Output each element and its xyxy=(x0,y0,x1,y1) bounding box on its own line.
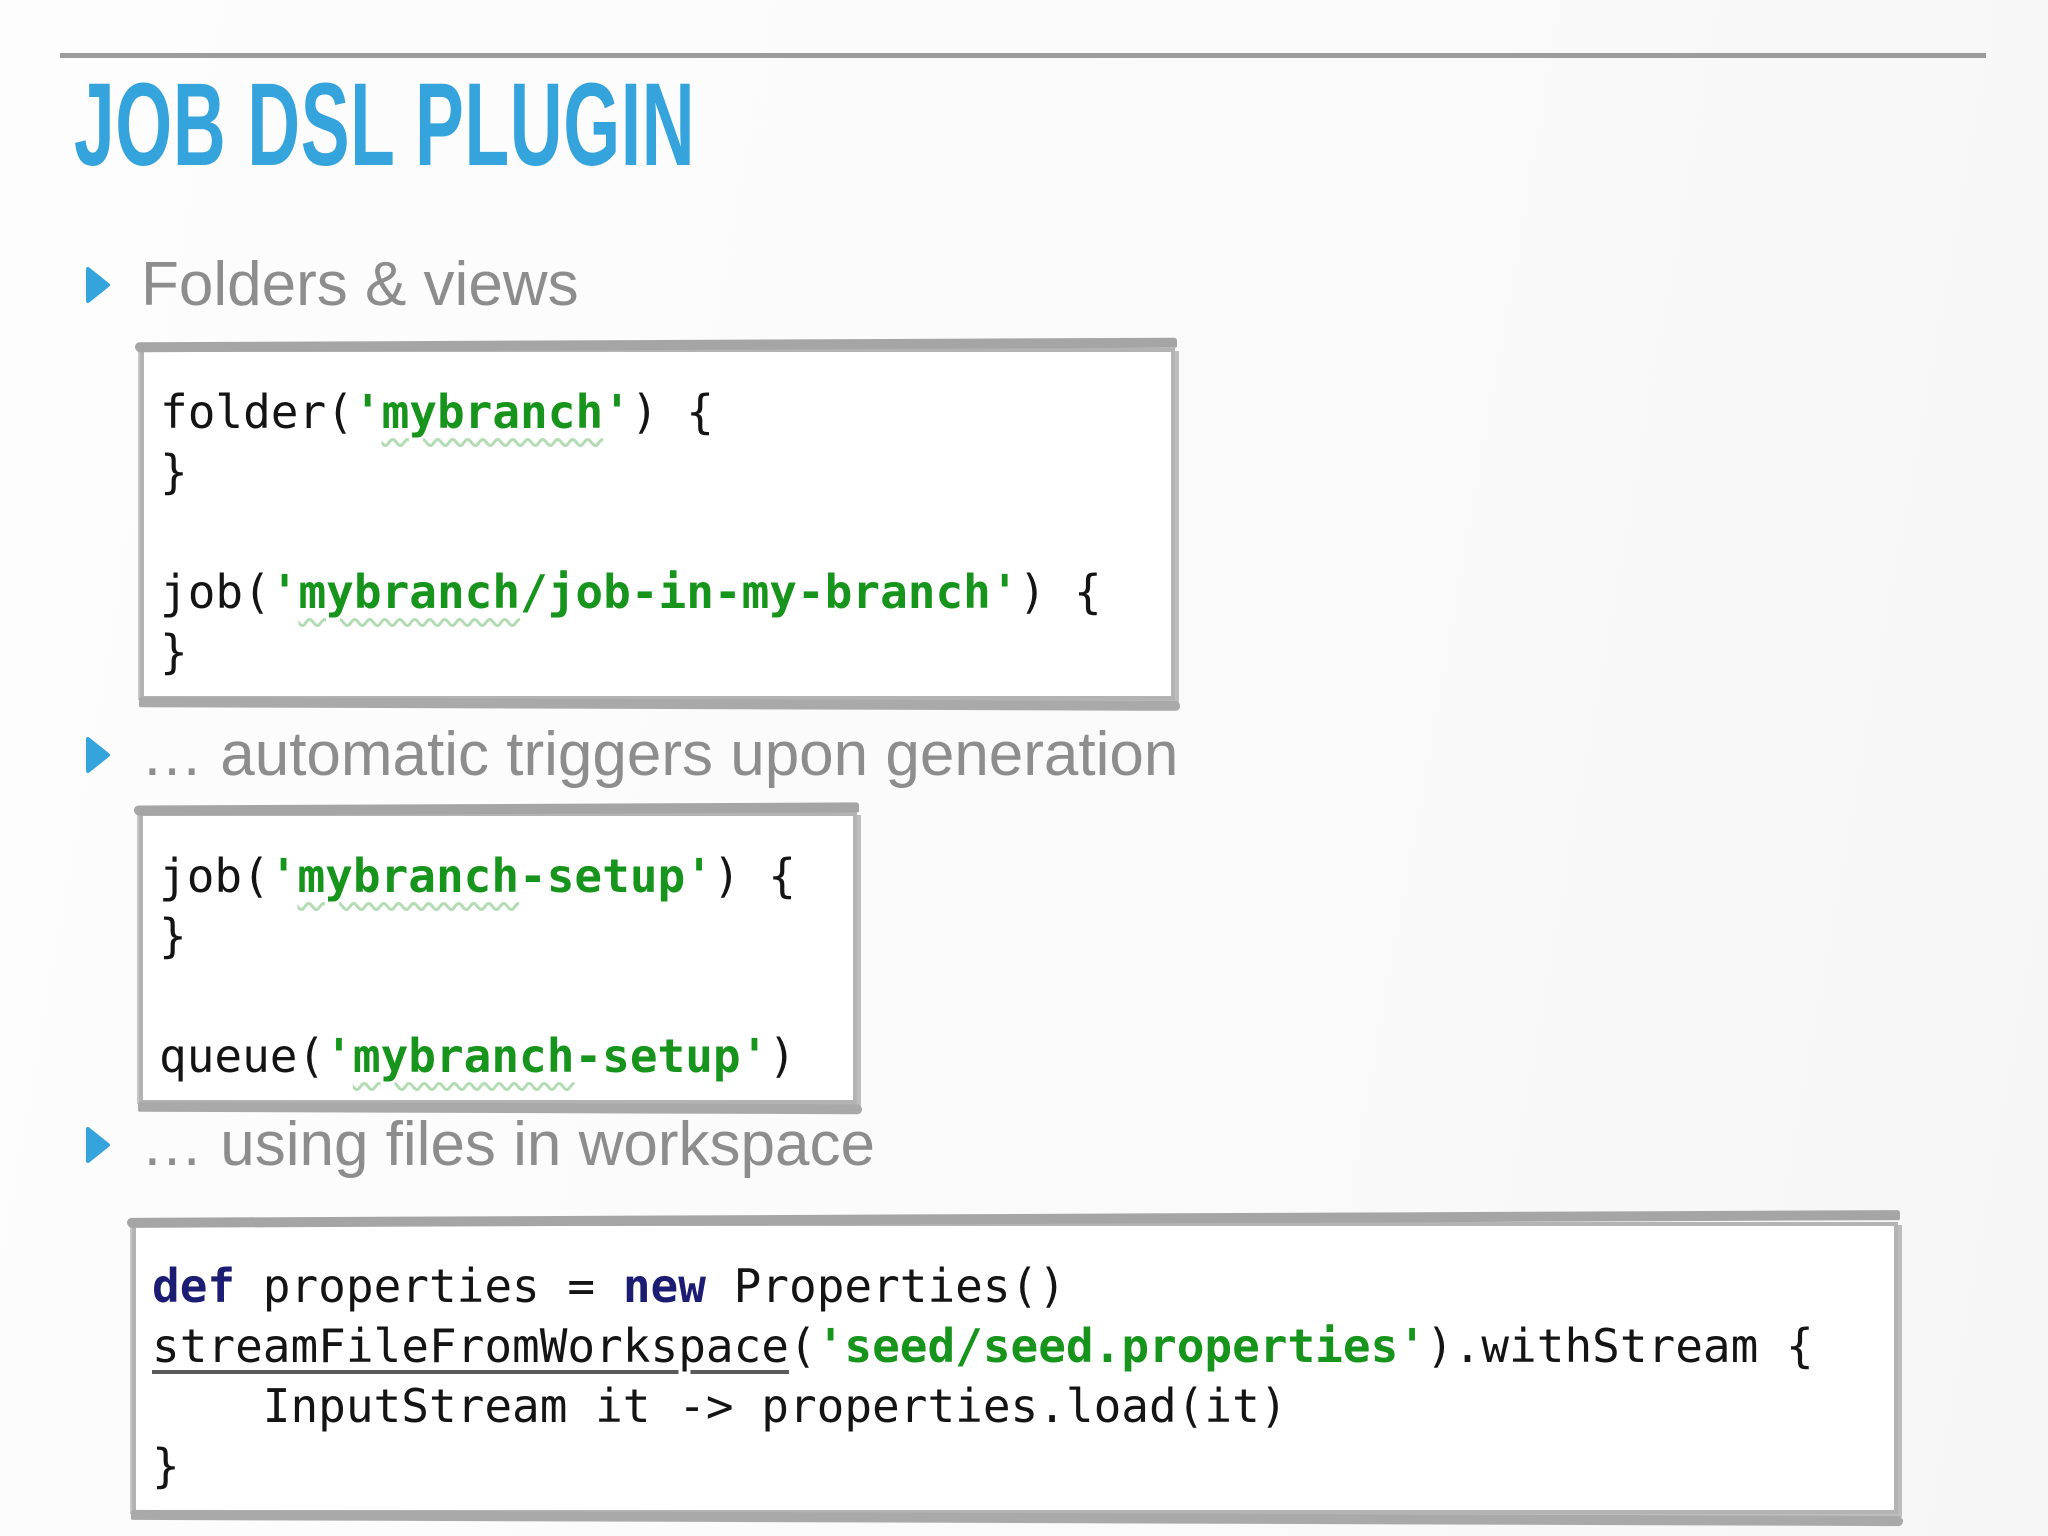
code-line xyxy=(160,502,1147,562)
bullet-item-automatic-triggers: … automatic triggers upon generation xyxy=(85,722,1178,788)
code-token-string: ' xyxy=(269,849,298,903)
bullet-triangle-icon xyxy=(85,1126,111,1164)
code-token-string: ' xyxy=(325,1029,353,1083)
bullet-label: Folders & views xyxy=(141,250,579,319)
code-token-plain: ) xyxy=(768,1029,797,1083)
code-token-string: ' xyxy=(270,565,299,619)
bullet-label: … using files in workspace xyxy=(141,1110,875,1179)
code-token-string: 'seed/seed.properties' xyxy=(816,1319,1426,1373)
code-line: job('mybranch/job-in-my-branch') { xyxy=(160,562,1147,622)
bullet-item-files-in-workspace: … using files in workspace xyxy=(85,1112,875,1178)
code-token-plain: ) { xyxy=(1018,565,1102,619)
code-token-plain: ).withStream { xyxy=(1425,1319,1814,1373)
bullet-item-folders-views: Folders & views xyxy=(85,252,579,318)
code-token-string: ' xyxy=(353,385,382,439)
code-line: } xyxy=(160,442,1147,502)
code-line xyxy=(159,966,829,1026)
code-token-plain: ) { xyxy=(712,849,797,903)
code-token-string: ' xyxy=(603,385,631,439)
code-block-automatic-triggers: job('mybranch-setup') {} queue('mybranch… xyxy=(139,812,857,1104)
code-line: folder('mybranch') { xyxy=(160,382,1147,442)
code-line: def properties = new Properties() xyxy=(152,1256,1870,1316)
code-token-keyword: def xyxy=(152,1259,236,1313)
code-line: job('mybranch-setup') { xyxy=(159,846,829,906)
code-token-underline: streamFileFromWorkspace xyxy=(152,1319,789,1373)
code-block-folders-views: folder('mybranch') {} job('mybranch/job-… xyxy=(140,348,1175,700)
code-token-keyword: new xyxy=(622,1259,706,1313)
code-line: InputStream it -> properties.load(it) xyxy=(152,1376,1870,1436)
code-token-plain: job( xyxy=(159,849,270,903)
code-token-plain: InputStream it -> properties.load(it) xyxy=(152,1379,1288,1433)
code-token-string-squiggle: mybranch xyxy=(298,565,521,619)
code-token-plain: } xyxy=(159,909,187,963)
code-token-plain: Properties() xyxy=(705,1259,1066,1313)
page-title: JOB DSL PLUGIN xyxy=(74,59,696,191)
code-token-plain: job( xyxy=(160,565,271,619)
code-token-plain: folder( xyxy=(160,385,354,439)
code-token-string: ' xyxy=(740,1029,769,1083)
code-line: queue('mybranch-setup') xyxy=(159,1026,829,1086)
code-token-plain: ( xyxy=(788,1319,817,1373)
code-token-string: ' xyxy=(685,849,713,903)
code-token-plain: } xyxy=(160,625,188,679)
code-line: } xyxy=(152,1436,1870,1496)
code-line: } xyxy=(160,622,1147,682)
code-token-string-squiggle: mybranch xyxy=(352,1029,575,1083)
code-line: } xyxy=(159,906,829,966)
code-token-string: -setup xyxy=(574,1029,741,1083)
code-token-string: /job-in-my-branch xyxy=(520,565,991,619)
code-block-files-in-workspace: def properties = new Properties()streamF… xyxy=(132,1222,1898,1514)
code-token-plain: } xyxy=(160,445,188,499)
bullet-triangle-icon xyxy=(85,736,111,774)
code-token-plain: ) { xyxy=(630,385,714,439)
code-token-string: -setup xyxy=(519,849,686,903)
top-rule xyxy=(60,53,1986,58)
code-line: streamFileFromWorkspace('seed/seed.prope… xyxy=(152,1316,1870,1376)
bullet-label: … automatic triggers upon generation xyxy=(141,720,1179,789)
code-token-plain: } xyxy=(152,1439,180,1493)
bullet-triangle-icon xyxy=(85,266,111,304)
code-token-string: ' xyxy=(990,565,1019,619)
code-token-plain: queue( xyxy=(159,1029,326,1083)
code-token-string-squiggle: mybranch xyxy=(381,385,604,439)
code-token-string-squiggle: mybranch xyxy=(297,849,520,903)
code-token-plain: properties = xyxy=(235,1259,623,1313)
